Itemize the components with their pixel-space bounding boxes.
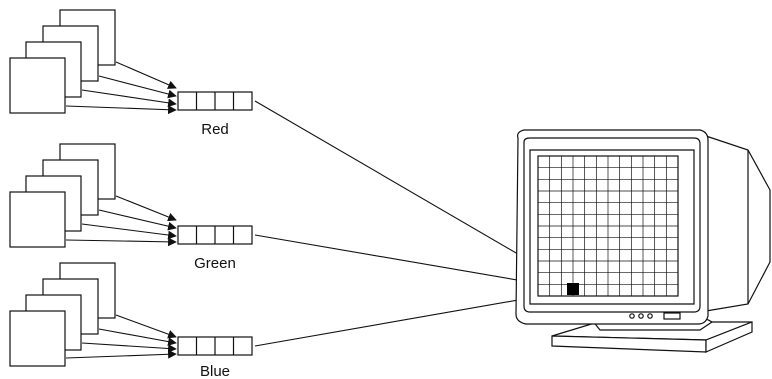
bitplane-stack-icon (9, 262, 116, 367)
register-icon (177, 336, 253, 356)
blue-label: Blue (200, 363, 230, 379)
red-channel-group: Red (9, 9, 567, 283)
crt-monitor-icon (515, 129, 771, 353)
red-connector (254, 100, 567, 283)
register-icon (177, 91, 253, 111)
bitplane-arrows (65, 195, 177, 247)
bitplane-stack-icon (9, 143, 116, 248)
bitplane-arrows (65, 61, 177, 115)
monitor-controls (629, 312, 681, 320)
register-icon (177, 225, 253, 245)
red-label: Red (201, 121, 229, 138)
green-connector (254, 234, 565, 291)
bitplane-arrows (65, 314, 177, 359)
blue-connector (254, 289, 565, 347)
green-channel-group: Green (9, 143, 565, 291)
bitplane-stack-icon (9, 9, 116, 114)
green-label: Green (194, 255, 236, 272)
pixel-marker-icon (567, 283, 579, 295)
blue-channel-group: Blue (9, 262, 565, 379)
screen-pixel-grid (538, 156, 678, 296)
